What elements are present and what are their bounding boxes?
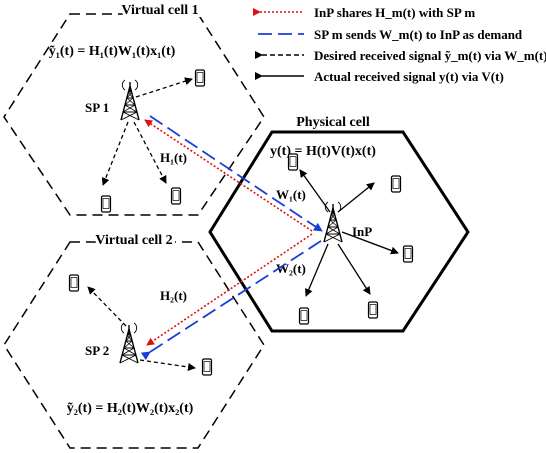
sp2-arrow-ue1: [87, 286, 127, 327]
sp1-arrow-ue1: [135, 77, 193, 98]
virtual-cell-2-title: Virtual cell 2: [95, 233, 172, 248]
inp-to-sp2-red-dotted: [146, 233, 313, 346]
phone-icon: [170, 187, 182, 205]
legend-text-4: Actual received signal y(t) via V(t): [314, 69, 504, 84]
inp-arrow-ue4: [305, 243, 329, 297]
phone-icon: [402, 245, 414, 263]
phone-icon: [390, 175, 402, 193]
phone-icon: [100, 195, 112, 213]
legend-text-3: Desired received signal ỹ_m(t) via W_m(t…: [314, 48, 546, 63]
physical-cell-title: Physical cell: [296, 115, 370, 130]
virtual-cell-2: Virtual cell 2 H₂(t) SP 2 ỹ₂(t) = H₂(t)W…: [3, 230, 265, 449]
inp-arrow-ue1: [299, 169, 331, 213]
sp2-tower-icon: [119, 322, 139, 364]
virtual-cell-1: Virtual cell 1 ỹ₁(t) = H₁(t)W₁(t)x₁(t) S…: [3, 0, 265, 216]
phone-icon: [194, 69, 206, 87]
inp-arrow-ue5: [337, 243, 371, 295]
h1-label: H₁(t): [160, 150, 187, 165]
legend: InP shares H_m(t) with SP m SP m sends W…: [253, 5, 546, 84]
sp2-to-inp-blue-dashed: [140, 238, 325, 361]
physical-cell: Physical cell y(t) = H(t)V(t)x(t) W₁(t) …: [208, 115, 470, 333]
inp-arrow-ue3: [341, 231, 399, 255]
physical-cell-hexagon: [208, 130, 470, 333]
sp1-arrow-ue3: [133, 121, 167, 184]
virtual-cell-1-equation: ỹ₁(t) = H₁(t)W₁(t)x₁(t): [49, 44, 176, 59]
w2-label: W₂(t): [276, 261, 306, 276]
w1-label: W₁(t): [276, 187, 306, 202]
h2-label: H₂(t): [160, 288, 187, 303]
phone-icon: [201, 358, 213, 376]
sp1-tower-icon: [120, 79, 140, 121]
inp-label: InP: [352, 224, 372, 239]
sp1-arrow-ue2: [101, 121, 129, 186]
legend-item-black-dashed: Desired received signal ỹ_m(t) via W_m(t…: [255, 48, 546, 63]
links: [140, 115, 325, 361]
phone-icon: [367, 301, 379, 319]
sp1-to-inp-blue-dashed: [149, 115, 323, 232]
legend-text-2: SP m sends W_m(t) to InP as demand: [314, 27, 523, 42]
legend-text-1: InP shares H_m(t) with SP m: [314, 5, 475, 20]
sp1-label: SP 1: [85, 100, 109, 115]
phone-icon: [68, 274, 80, 292]
phone-icon: [287, 153, 299, 171]
inp-to-sp1-red-dotted: [144, 119, 313, 232]
virtual-cell-2-hexagon: [3, 241, 265, 449]
legend-item-red-dotted: InP shares H_m(t) with SP m: [253, 5, 475, 20]
physical-cell-equation: y(t) = H(t)V(t)x(t): [270, 144, 376, 159]
sp2-label: SP 2: [85, 343, 109, 358]
inp-arrow-ue2: [337, 182, 375, 213]
phone-icon: [298, 307, 310, 325]
sp2-arrow-ue2: [139, 359, 196, 371]
legend-item-black-solid: Actual received signal y(t) via V(t): [255, 69, 504, 84]
virtual-cell-2-equation: ỹ₂(t) = H₂(t)W₂(t)x₂(t): [67, 401, 194, 416]
virtual-cell-1-hexagon: [3, 13, 265, 216]
virtual-cell-1-title: Virtual cell 1: [121, 3, 198, 18]
legend-item-blue-dashed: SP m sends W_m(t) to InP as demand: [258, 27, 523, 42]
